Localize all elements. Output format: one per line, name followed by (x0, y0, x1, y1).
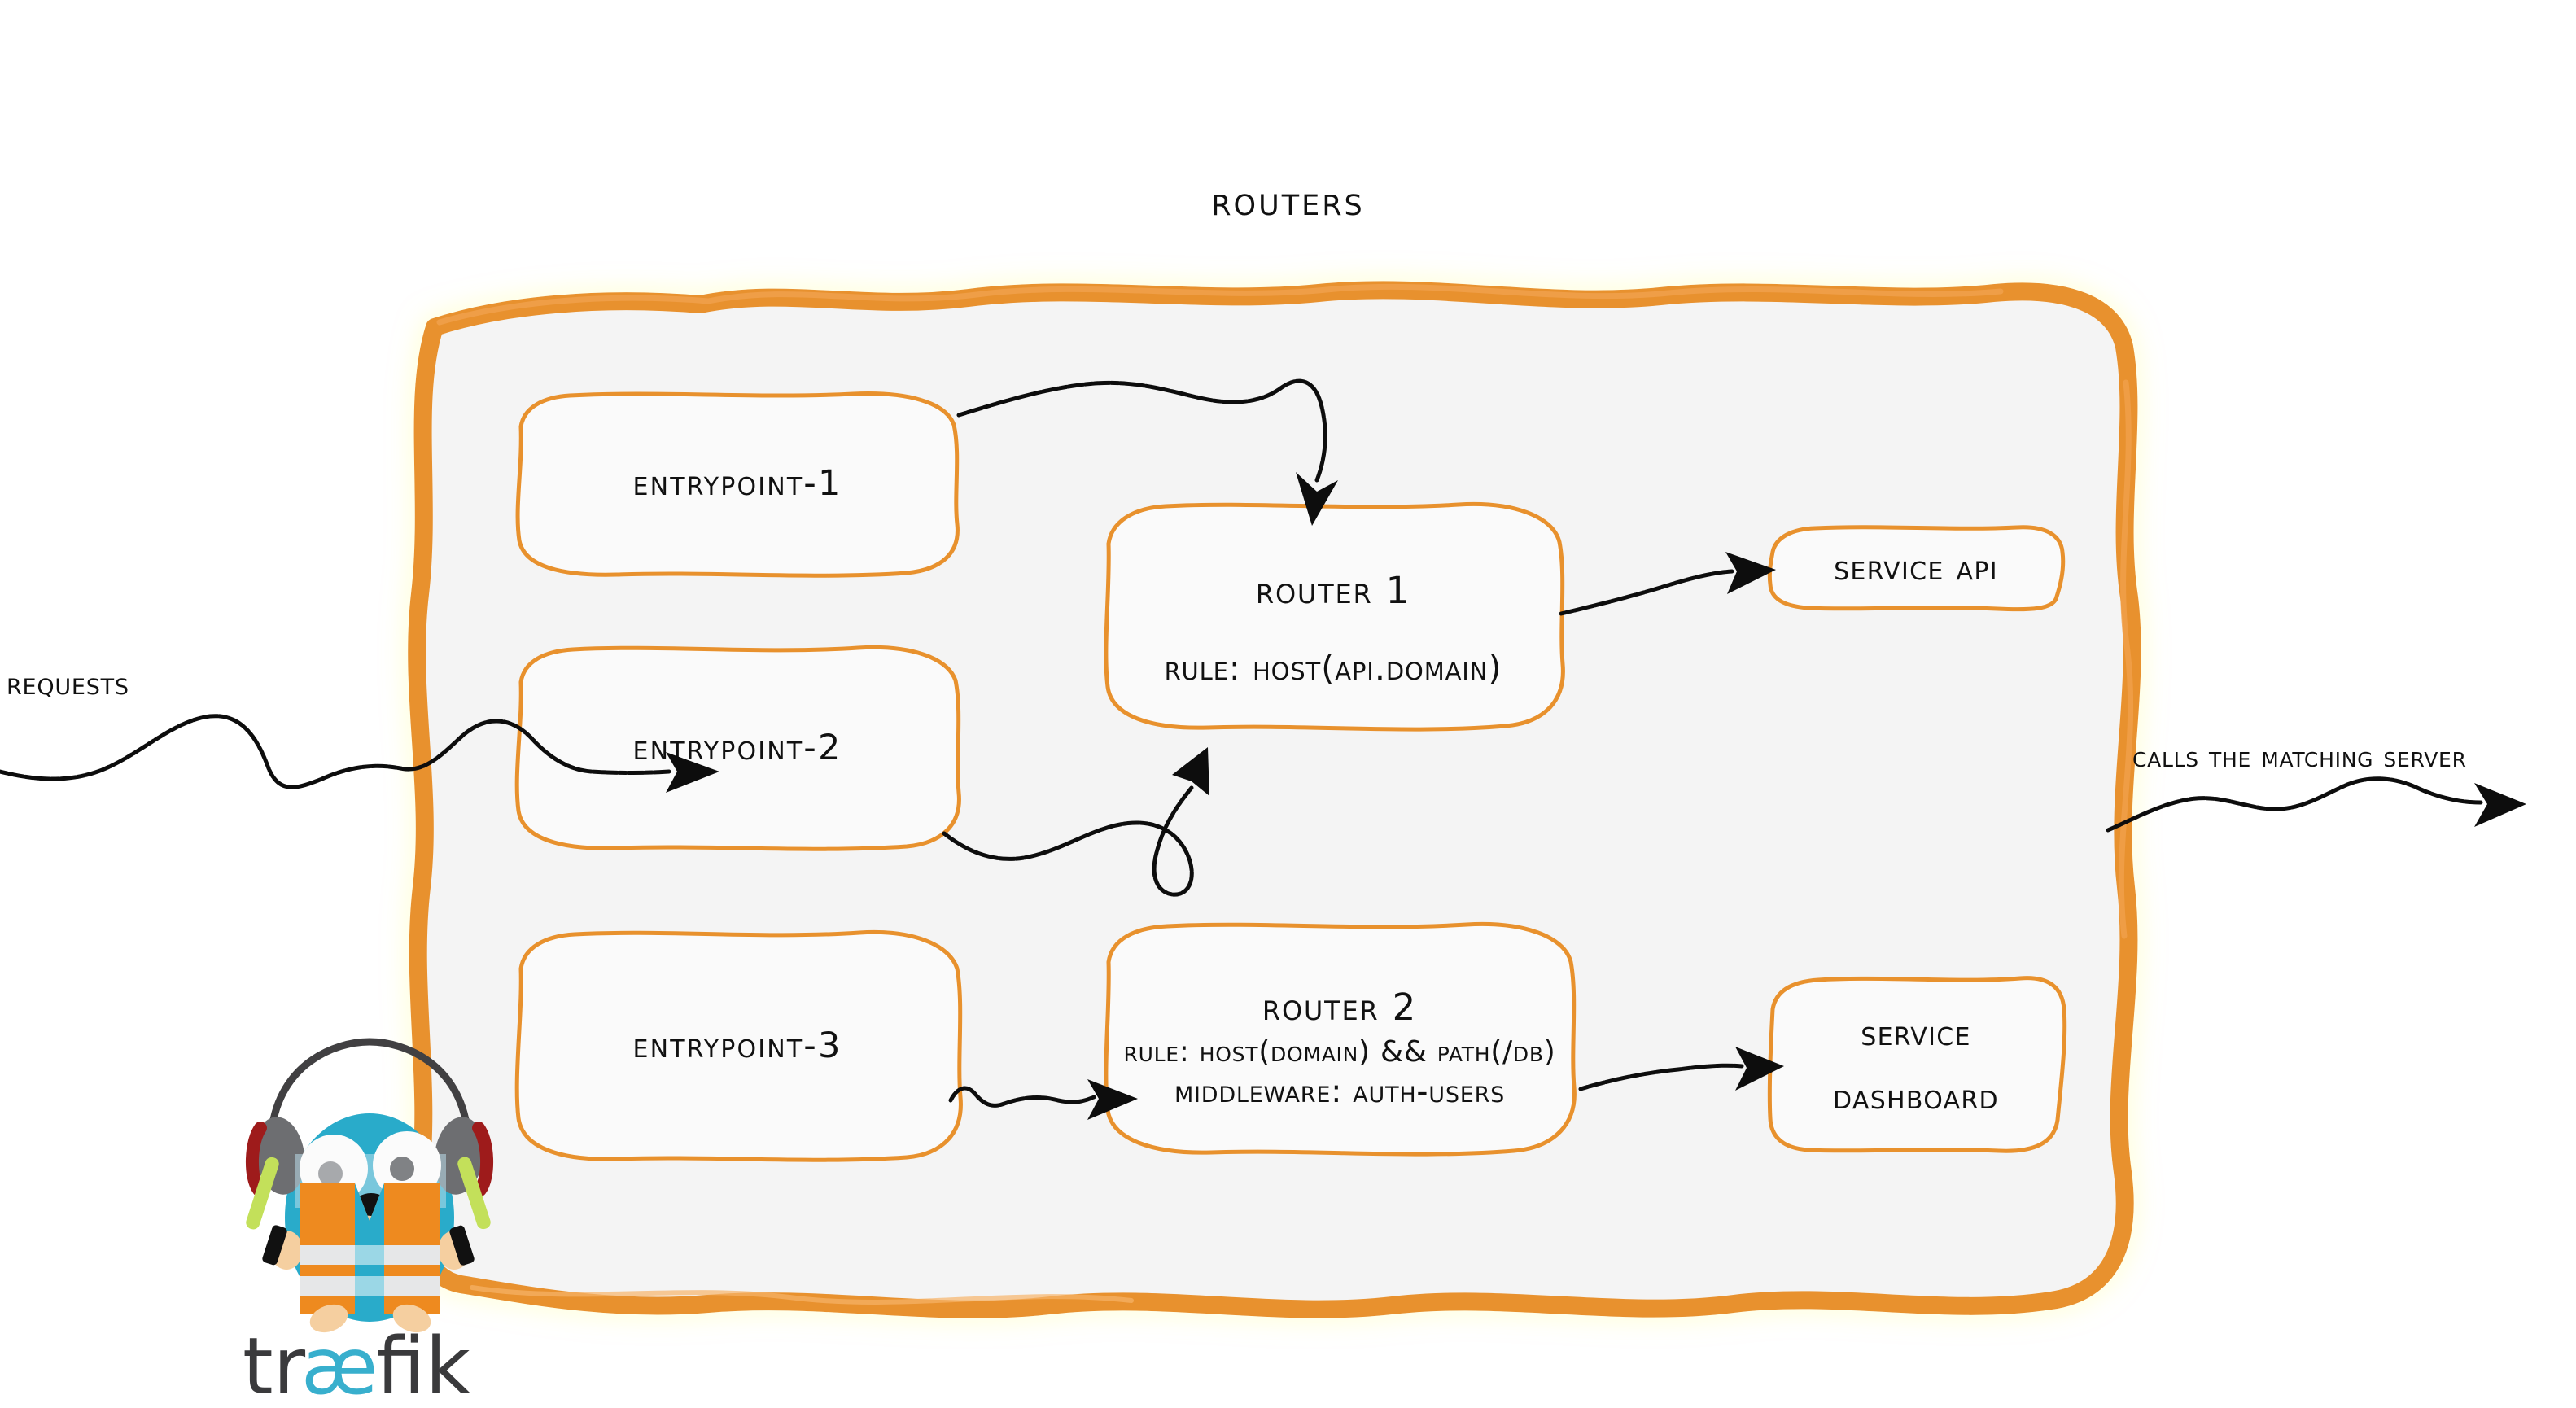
router-2-box[interactable]: Router 2 rule: Host(domain) && Path(/db)… (1097, 918, 1582, 1177)
foot-left (309, 1304, 348, 1333)
page-title: Routers (1211, 177, 1365, 225)
service-label-line-1: Service (1861, 1013, 1971, 1054)
entrypoint-label: entrypoint-1 (632, 463, 842, 504)
traefik-logo: tr æ fik (233, 1032, 501, 1408)
wand-left (246, 1157, 287, 1266)
box-content: Service Dashboard (1765, 973, 2067, 1157)
entrypoint-2-box[interactable]: entrypoint-2 (511, 643, 964, 853)
router-title: Router 1 (1255, 569, 1411, 612)
wordmark-ae: æ (301, 1321, 378, 1408)
service-dashboard-box[interactable]: Service Dashboard (1765, 973, 2067, 1157)
box-content: entrypoint-3 (511, 928, 964, 1164)
wordmark-pre: tr (243, 1321, 306, 1408)
box-content: Service API (1765, 524, 2067, 612)
wordmark-post: fik (376, 1321, 470, 1408)
box-frame (511, 389, 964, 578)
router-1-box[interactable]: Router 1 rule: Host(api.domain) (1097, 498, 1569, 759)
service-api-box[interactable]: Service API (1765, 524, 2067, 612)
foot-right (392, 1304, 431, 1333)
requests-caption: Requests (7, 666, 129, 702)
router-middleware: Middleware: auth-users (1174, 1073, 1506, 1110)
entrypoint-1-box[interactable]: entrypoint-1 (511, 389, 964, 578)
traefik-wordmark: tr æ fik (243, 1321, 470, 1408)
box-content: Router 2 rule: Host(domain) && Path(/db)… (1097, 918, 1582, 1177)
box-frame (1765, 973, 2067, 1157)
calls-server-arrow (2106, 776, 2526, 833)
service-label: Service API (1834, 548, 1998, 588)
headphone-band (268, 1038, 471, 1134)
service-label-line-2: Dashboard (1833, 1077, 1999, 1117)
box-frame (1097, 498, 1569, 759)
box-content: entrypoint-2 (511, 643, 964, 853)
router-rule: rule: Host(domain) && Path(/db) (1123, 1034, 1556, 1069)
entrypoint-label: entrypoint-3 (632, 1025, 842, 1066)
router-rule: rule: Host(api.domain) (1164, 648, 1502, 688)
entrypoint-label: entrypoint-2 (632, 728, 842, 768)
box-frame (1097, 918, 1582, 1177)
box-content: Router 1 rule: Host(api.domain) (1097, 498, 1569, 759)
wand-right (449, 1157, 491, 1266)
box-frame (1765, 524, 2067, 612)
entrypoint-3-box[interactable]: entrypoint-3 (511, 928, 964, 1164)
calls-matching-server-caption: Calls the matching server (2132, 741, 2467, 774)
box-content: entrypoint-1 (511, 389, 964, 578)
router-title: Router 2 (1262, 985, 1418, 1029)
